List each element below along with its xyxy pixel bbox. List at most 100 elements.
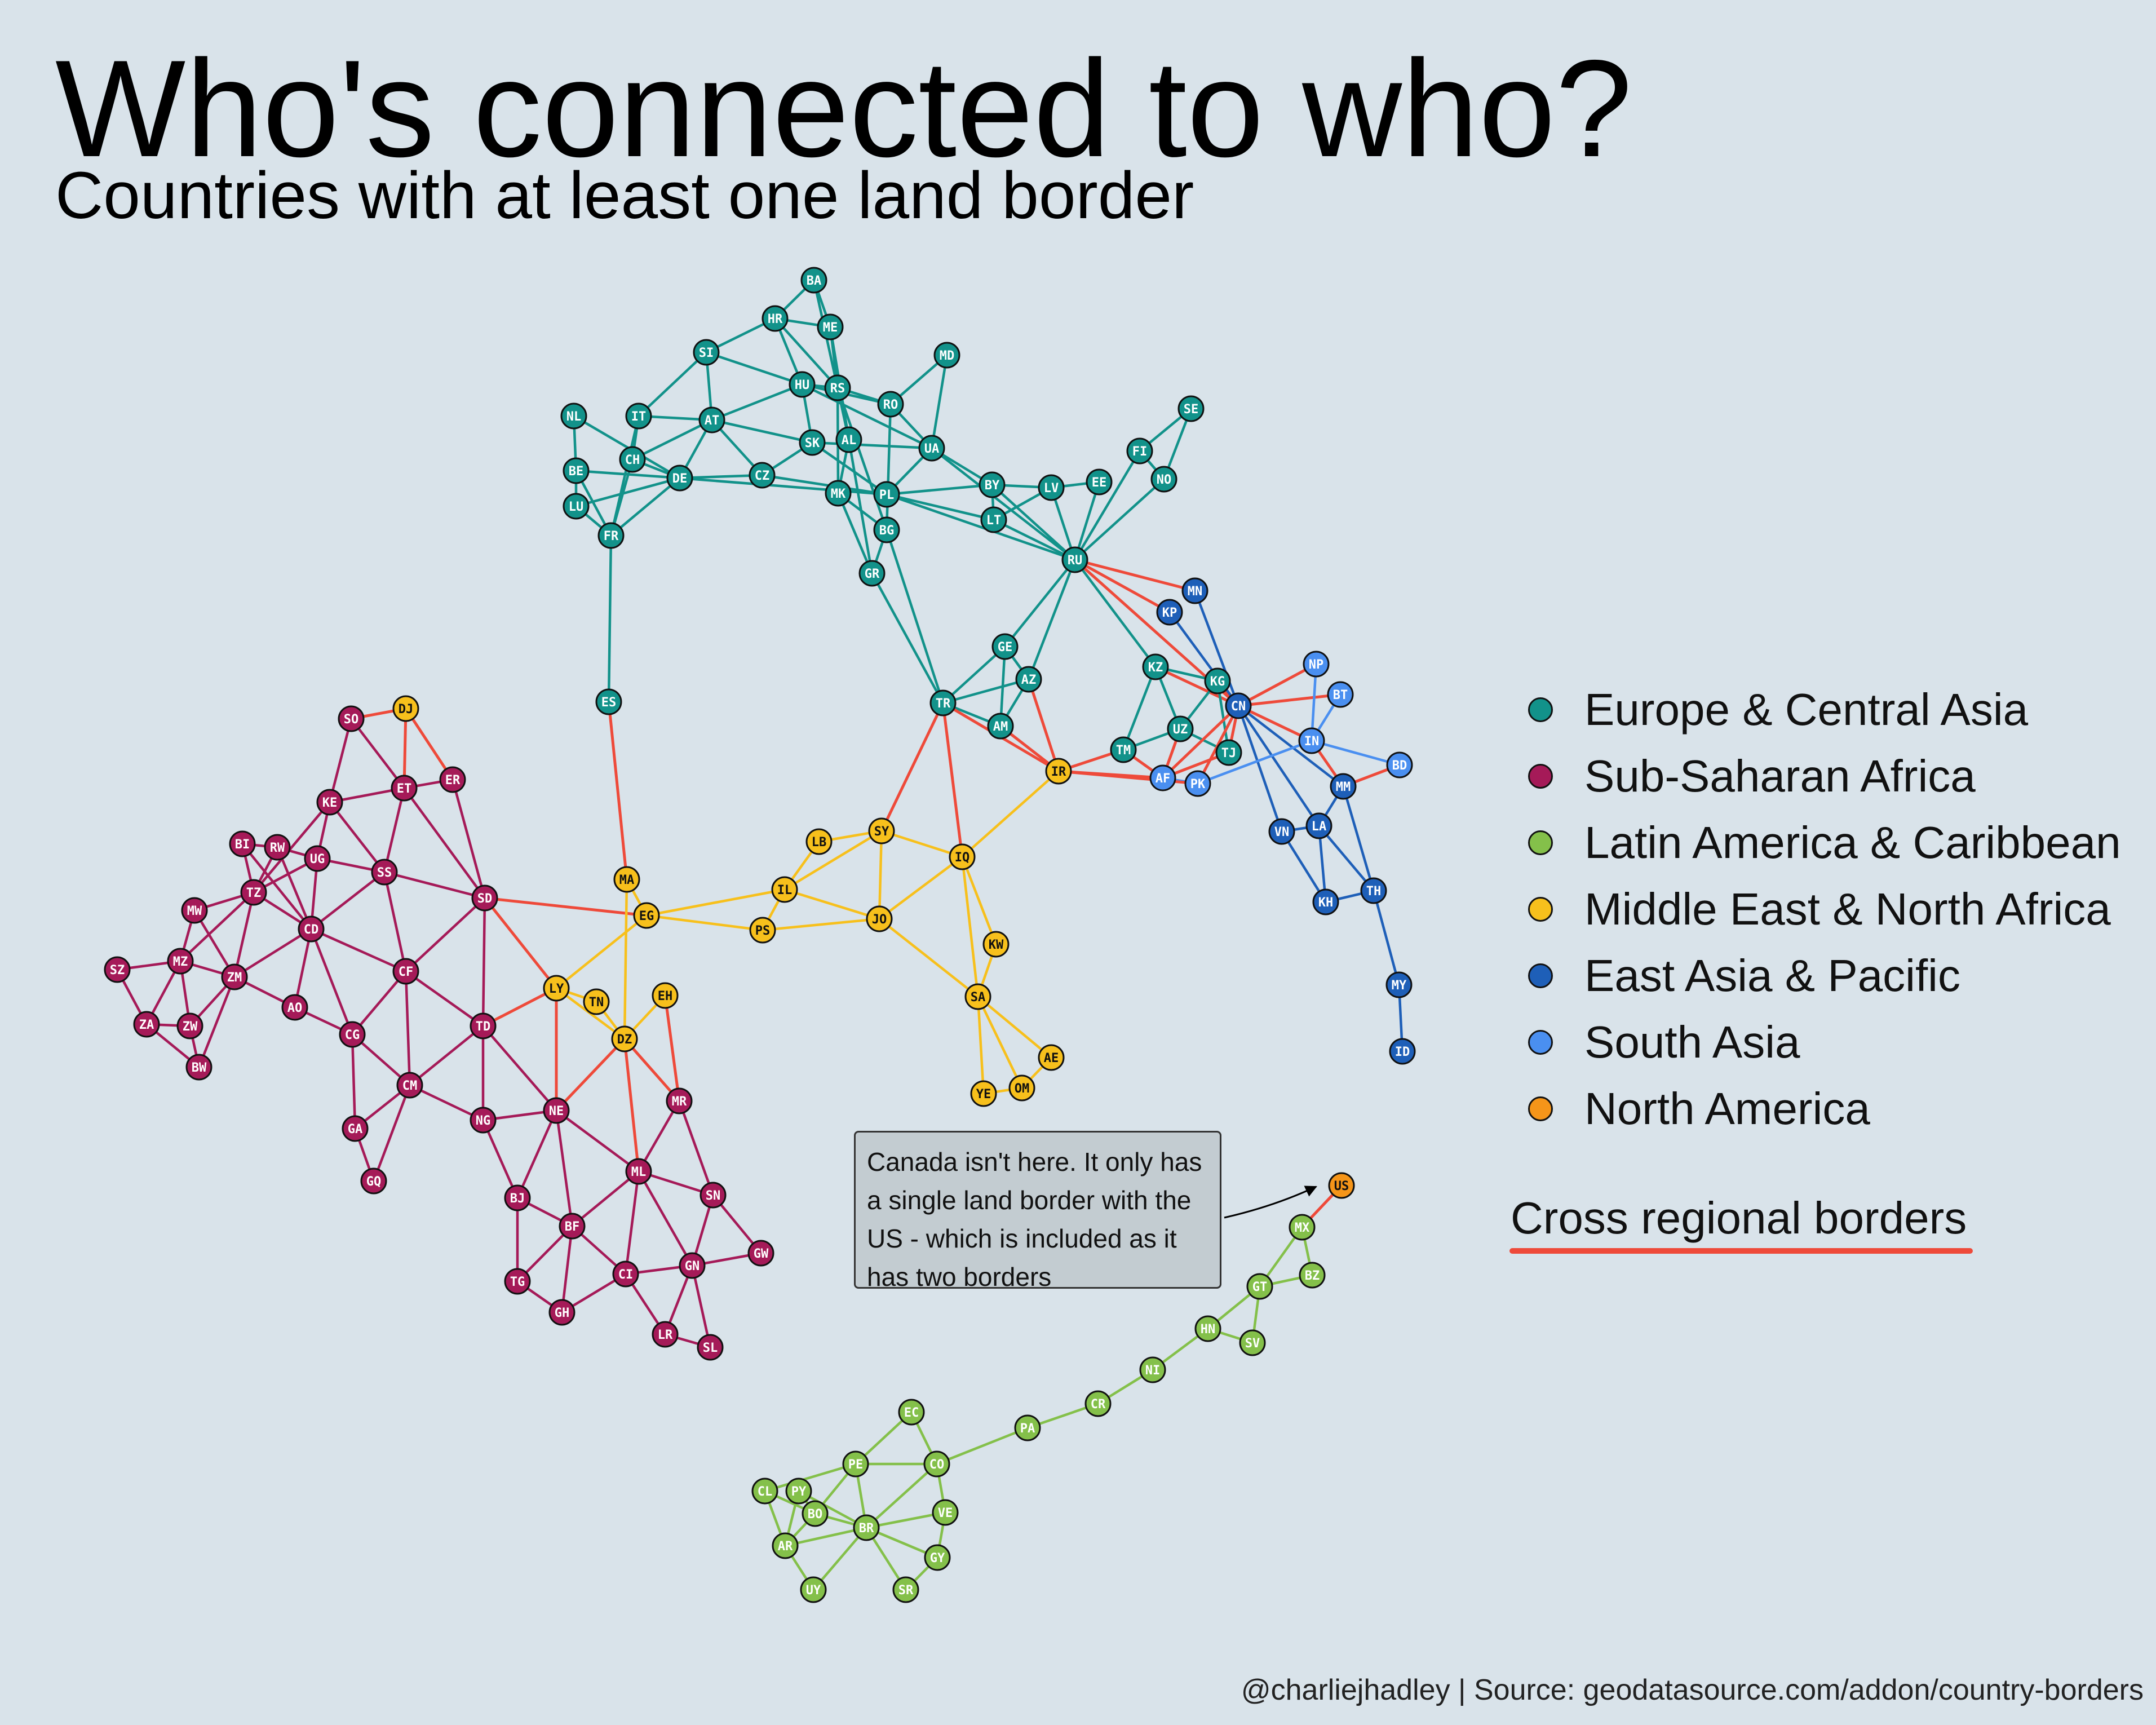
country-code-label: UY — [806, 1584, 821, 1598]
country-code-label: GT — [1252, 1280, 1268, 1294]
annotation-box: Canada isn't here. It only has a single … — [854, 1131, 1221, 1291]
country-node-circle — [181, 897, 208, 924]
border-edge — [1237, 705, 1320, 827]
country-node-lb: LB — [805, 828, 833, 855]
country-code-label: CR — [1091, 1397, 1106, 1412]
country-node-la: LA — [1305, 812, 1332, 839]
country-code-label: PS — [755, 924, 771, 938]
country-node-pl: PL — [873, 481, 900, 508]
country-node-fr: FR — [597, 522, 625, 549]
border-edge — [1168, 611, 1239, 707]
border-edge — [197, 976, 236, 1068]
country-node-tr: TR — [929, 689, 957, 716]
country-code-label: MW — [187, 904, 202, 918]
country-code-label: SY — [874, 825, 889, 839]
country-node-circle — [371, 859, 398, 886]
border-edge — [836, 387, 888, 530]
country-code-label: KP — [1162, 606, 1177, 620]
country-node-er: ER — [439, 766, 466, 793]
border-edge — [309, 928, 354, 1035]
border-edge — [678, 1100, 715, 1196]
country-node-tz: TZ — [240, 879, 267, 906]
country-code-label: LU — [569, 500, 584, 514]
country-node-np: NP — [1303, 651, 1330, 678]
country-node-circle — [772, 1532, 799, 1559]
country-code-label: CM — [402, 1079, 418, 1093]
country-node-lv: LV — [1038, 474, 1065, 501]
border-edge — [293, 928, 313, 1008]
country-code-label: BD — [1392, 759, 1407, 773]
country-code-label: EE — [1092, 476, 1107, 490]
country-code-label: KZ — [1148, 661, 1163, 675]
border-edge — [847, 439, 874, 574]
country-node-circle — [868, 817, 895, 844]
country-node-circle — [932, 1499, 959, 1526]
legend-item-eca: Europe & Central Asia — [1525, 676, 2145, 743]
country-code-label: JO — [872, 913, 887, 927]
country-node-be: BE — [563, 457, 590, 484]
country-node-sv: SV — [1239, 1329, 1266, 1356]
legend-label: North America — [1584, 1083, 1870, 1134]
country-node-at: AT — [698, 406, 725, 434]
country-node-circle — [877, 391, 904, 418]
country-node-ci: CI — [612, 1260, 639, 1288]
annotation-layer — [1224, 1186, 1317, 1219]
country-node-tj: TJ — [1215, 739, 1242, 766]
country-node-circle — [304, 845, 331, 872]
border-edge — [885, 529, 945, 704]
country-node-circle — [842, 1450, 869, 1478]
border-edge — [802, 383, 932, 450]
country-node-circle — [825, 480, 852, 507]
border-edge — [405, 897, 486, 972]
border-edge — [1027, 559, 1077, 680]
annotation-line: US - which is included as it — [867, 1224, 1177, 1253]
country-node-circle — [749, 917, 776, 944]
country-node-ch: CH — [619, 446, 646, 473]
country-code-label: SR — [898, 1584, 914, 1598]
country-node-circle — [1305, 812, 1332, 839]
country-node-circle — [751, 1478, 778, 1505]
border-edge — [783, 830, 883, 891]
border-edge — [1281, 830, 1327, 903]
country-node-circle — [316, 789, 343, 816]
country-code-label: KG — [1210, 675, 1225, 689]
country-node-circle — [802, 1500, 829, 1527]
country-node-ar: AR — [772, 1532, 799, 1559]
country-code-label: SV — [1245, 1337, 1260, 1351]
border-edge — [575, 476, 680, 508]
country-code-label: ZM — [227, 971, 242, 985]
country-code-label: PL — [879, 488, 895, 502]
country-node-circle — [1038, 474, 1065, 501]
country-code-label: LT — [986, 514, 1002, 528]
country-node-my: MY — [1385, 971, 1413, 998]
country-code-label: CN — [1231, 700, 1246, 714]
border-edge — [482, 1025, 557, 1112]
country-node-ve: VE — [932, 1499, 959, 1526]
border-edge — [403, 787, 486, 899]
country-node-circle — [612, 1260, 639, 1288]
country-node-circle — [824, 374, 851, 401]
cross-regional-label: Cross regional borders — [1511, 1193, 1967, 1243]
country-node-ye: YE — [970, 1080, 997, 1107]
country-code-label: BF — [565, 1220, 580, 1234]
border-edge — [1237, 705, 1344, 788]
country-node-circle — [221, 963, 248, 990]
country-node-circle — [918, 435, 945, 462]
border-edge — [960, 856, 980, 997]
cross-regional-border-edge — [1027, 679, 1060, 772]
border-edge — [624, 1171, 640, 1275]
country-code-label: SK — [805, 436, 820, 450]
country-code-label: AT — [705, 414, 720, 428]
country-code-label: ME — [823, 321, 838, 335]
country-node-circle — [625, 1158, 652, 1185]
country-node-circle — [749, 462, 776, 489]
border-edge — [481, 897, 486, 1027]
border-edge — [637, 1170, 693, 1267]
country-code-label: PA — [1020, 1422, 1035, 1436]
country-node-circle — [504, 1184, 531, 1211]
country-node-za: ZA — [133, 1011, 160, 1038]
country-code-label: TR — [936, 697, 951, 711]
country-node-de: DE — [666, 465, 693, 492]
